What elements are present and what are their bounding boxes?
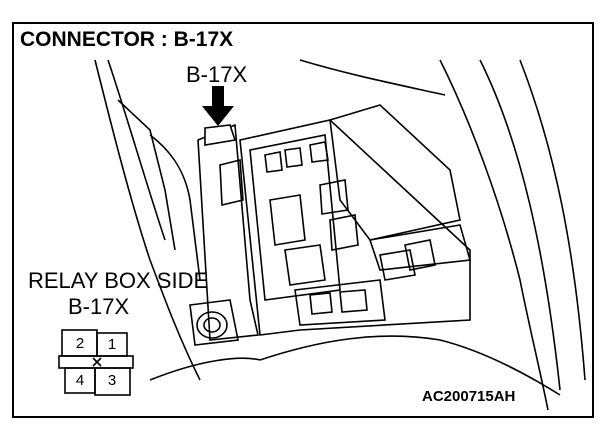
pin-1: 1 — [107, 336, 117, 353]
engine-bay-linework — [94, 59, 586, 411]
connector-callout-label: B-17X — [186, 62, 248, 87]
pin-3: 3 — [107, 372, 117, 389]
relay-box-connector-id: B-17X — [68, 294, 130, 319]
relay-box — [197, 104, 472, 341]
pin-2: 2 — [75, 335, 85, 352]
figure-code: AC200715AH — [422, 388, 516, 405]
connector-face — [58, 329, 134, 396]
relay-box-side-label: RELAY BOX SIDE — [28, 268, 209, 293]
arrow-icon — [202, 86, 234, 126]
figure-frame — [12, 22, 594, 418]
connector-title: CONNECTOR : B-17X — [20, 28, 234, 51]
pin-4: 4 — [75, 372, 85, 389]
